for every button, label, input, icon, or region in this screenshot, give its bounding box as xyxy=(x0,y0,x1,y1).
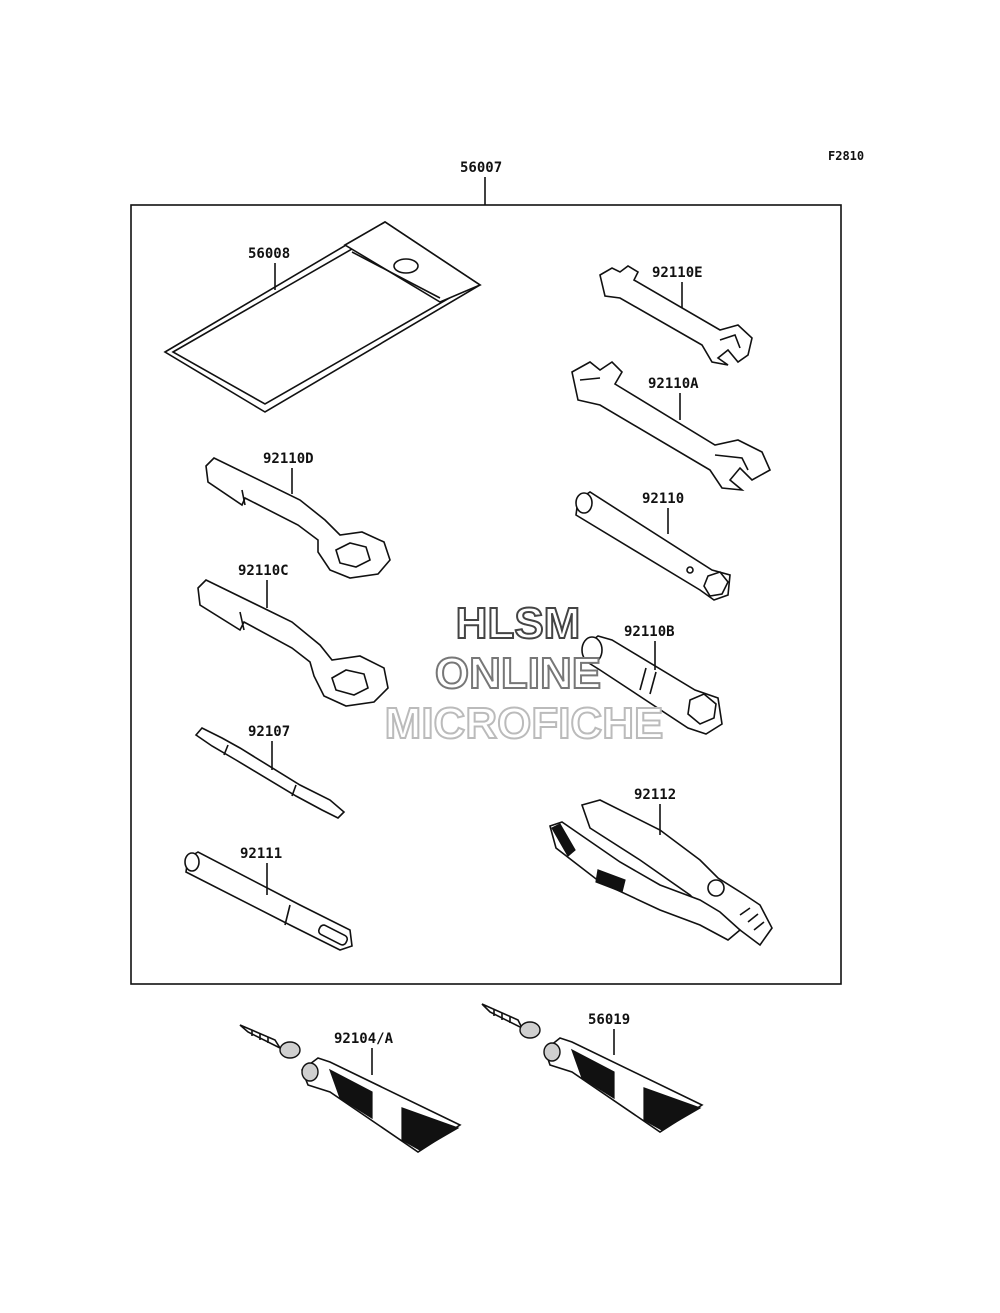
label-92107[interactable]: 92107 xyxy=(248,724,290,740)
assembly-label[interactable]: 56007 xyxy=(460,160,502,176)
label-56019[interactable]: 56019 xyxy=(588,1012,630,1028)
grease-tube-2-drawing[interactable] xyxy=(481,1003,704,1133)
label-92110C[interactable]: 92110C xyxy=(238,563,289,579)
label-92112[interactable]: 92112 xyxy=(634,787,676,803)
open-wrench-small-drawing[interactable] xyxy=(599,265,753,366)
label-92110B[interactable]: 92110B xyxy=(624,624,675,640)
pliers-drawing[interactable] xyxy=(549,799,773,947)
label-92110D[interactable]: 92110D xyxy=(263,451,314,467)
tool-bag-drawing[interactable] xyxy=(163,221,482,413)
label-92104A[interactable]: 92104/A xyxy=(334,1031,394,1047)
label-56008[interactable]: 56008 xyxy=(248,246,290,262)
ring-spanner-c-drawing[interactable] xyxy=(197,579,389,707)
figure-code: F2810 xyxy=(828,149,864,163)
driver-bit-drawing[interactable] xyxy=(194,727,346,819)
socket-spanner-drawing[interactable] xyxy=(581,635,723,735)
watermark-line2: ONLINE xyxy=(435,649,601,698)
grease-tube-1-drawing[interactable] xyxy=(239,1024,462,1153)
open-wrench-large-drawing[interactable] xyxy=(571,360,772,492)
handle-drawing[interactable] xyxy=(184,851,353,951)
label-92110E[interactable]: 92110E xyxy=(652,265,703,281)
tool-kit-frame xyxy=(130,204,842,985)
ring-spanner-d-drawing[interactable] xyxy=(205,457,391,579)
box-spanner-drawing[interactable] xyxy=(575,491,731,601)
watermark-line3: MICROFICHE xyxy=(385,699,664,748)
label-92110A[interactable]: 92110A xyxy=(648,376,699,392)
label-92111[interactable]: 92111 xyxy=(240,846,282,862)
label-92110[interactable]: 92110 xyxy=(642,491,684,507)
watermark-line1: HLSM xyxy=(456,599,581,648)
